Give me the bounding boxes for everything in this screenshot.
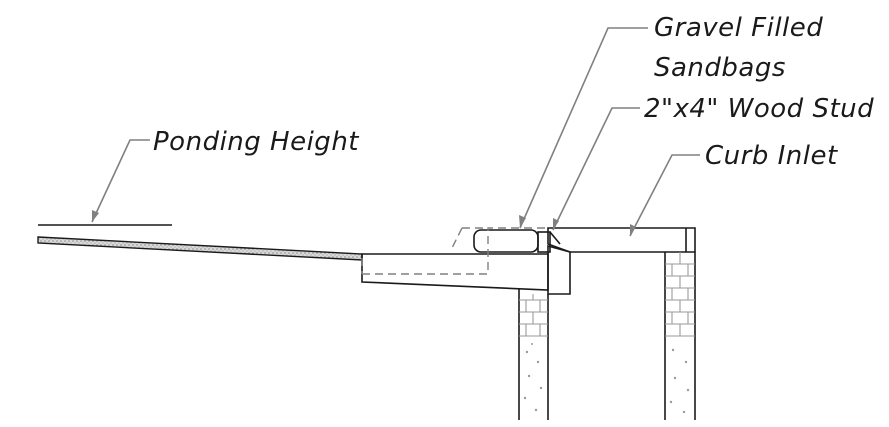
curb-face-block (547, 244, 571, 295)
leader-wood-stud-arrow (553, 218, 559, 230)
pavement-surface (37, 236, 363, 261)
gravel-sandbag (473, 229, 539, 253)
gutter-slab (361, 253, 549, 291)
label-wood-stud: 2"x4" Wood Stud (644, 94, 874, 124)
leader-ponding-height (91, 139, 150, 223)
left-wall-brick-hatch (519, 294, 548, 412)
sandbag-hidden-outline (361, 227, 550, 275)
right-wall-brick-hatch (665, 252, 695, 414)
leader-gravel-sandbags (519, 27, 648, 229)
leader-curb-inlet (629, 154, 700, 237)
label-gravel-filled: Gravel Filled (654, 13, 823, 43)
curb-inlet-top-slab (547, 227, 696, 253)
label-sandbags: Sandbags (654, 53, 786, 83)
wood-stud-brace (549, 231, 561, 245)
label-curb-inlet: Curb Inlet (705, 141, 838, 171)
leader-gravel-sandbags-arrow (519, 215, 526, 228)
leader-wood-stud (552, 107, 640, 231)
leader-curb-inlet-arrow (630, 224, 636, 236)
wood-stud (537, 231, 551, 253)
label-ponding-height: Ponding Height (153, 127, 359, 157)
leader-ponding-height-arrow (92, 210, 99, 222)
